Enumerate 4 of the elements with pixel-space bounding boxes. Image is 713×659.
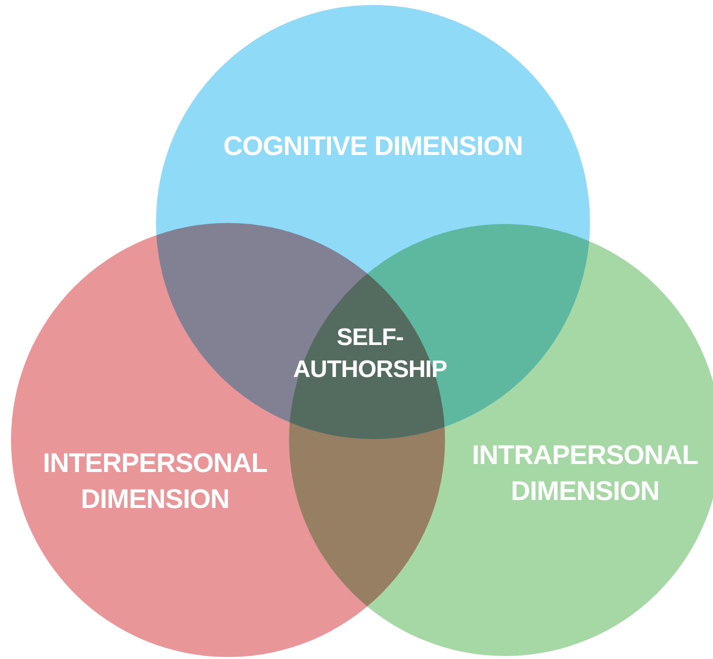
circle-label: INTRAPERSONAL DIMENSION [470, 439, 699, 508]
circle-label: COGNITIVE DIMENSION [222, 130, 524, 163]
center-label: SELF-AUTHORSHIP [292, 323, 448, 386]
circle-label: INTERPERSONAL DIMENSION [42, 447, 268, 516]
